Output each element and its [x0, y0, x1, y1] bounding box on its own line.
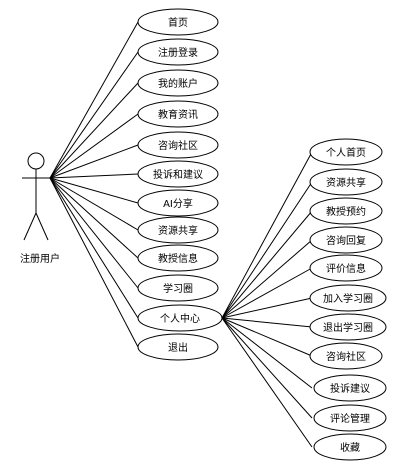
sub-use-case-personal-home[interactable]: 个人首页	[309, 138, 383, 166]
actor-left-leg	[23, 212, 37, 241]
use-case-label: 资源共享	[158, 224, 198, 237]
actor-right-leg	[35, 212, 49, 241]
use-case-label: 资源共享	[326, 176, 366, 189]
use-case-label: 首页	[168, 16, 188, 29]
link-sub-consult-community	[221, 317, 313, 357]
link-sub-comment-manage	[221, 317, 313, 419]
link-sub-resource-share	[221, 181, 313, 319]
use-case-education-news[interactable]: 教育资讯	[137, 100, 219, 128]
use-case-label: AI分享	[163, 197, 193, 210]
link-professor-info	[49, 177, 139, 259]
use-case-resource-share[interactable]: 资源共享	[137, 216, 219, 244]
use-case-homepage[interactable]: 首页	[137, 8, 219, 36]
link-homepage	[49, 21, 139, 179]
use-case-label: 投诉建议	[330, 382, 370, 395]
use-case-label: 收藏	[340, 441, 360, 454]
use-case-label: 注册登录	[158, 46, 198, 59]
sub-use-case-join-circle[interactable]: 加入学习圈	[309, 284, 387, 312]
link-register-login	[49, 51, 139, 179]
sub-use-case-favorites[interactable]: 收藏	[313, 433, 387, 461]
link-sub-join-circle	[221, 297, 313, 319]
use-case-label: 评价信息	[326, 262, 366, 275]
use-case-logout[interactable]: 退出	[137, 333, 219, 361]
link-sub-review-info	[221, 267, 313, 319]
link-my-account	[49, 82, 139, 179]
use-case-study-circle[interactable]: 学习圈	[137, 274, 219, 302]
sub-use-case-consult-community[interactable]: 咨询社区	[309, 342, 383, 370]
sub-use-case-comment-manage[interactable]: 评论管理	[313, 404, 387, 432]
sub-use-case-consult-reply[interactable]: 咨询回复	[309, 226, 383, 254]
main-use-cases: 首页 注册登录 我的账户 教育资讯 咨询社区 投诉和建议 AI分享 资源共享	[137, 8, 223, 361]
link-study-circle	[49, 177, 139, 289]
use-case-label: 退出	[168, 341, 188, 354]
link-sub-favorites	[221, 317, 313, 448]
use-case-consult-community[interactable]: 咨询社区	[137, 131, 219, 159]
link-sub-consult-reply	[221, 239, 313, 319]
sub-use-case-review-info[interactable]: 评价信息	[309, 254, 383, 282]
use-case-label: 学习圈	[163, 282, 193, 295]
use-case-label: 咨询回复	[326, 234, 366, 247]
use-case-label: 退出学习圈	[323, 321, 373, 334]
use-case-label: 投诉和建议	[153, 168, 203, 181]
sub-use-case-professor-appointment[interactable]: 教授预约	[309, 197, 383, 225]
use-case-label: 加入学习圈	[323, 292, 373, 305]
use-case-professor-info[interactable]: 教授信息	[137, 244, 219, 272]
use-case-label: 个人中心	[160, 312, 200, 325]
link-sub-personal-home	[221, 151, 313, 319]
use-case-label: 咨询社区	[158, 139, 198, 152]
link-sub-professor-appointment	[221, 210, 313, 319]
use-case-label: 个人首页	[326, 146, 366, 159]
use-case-label: 评论管理	[330, 412, 370, 425]
use-case-register-login[interactable]: 注册登录	[137, 38, 219, 66]
use-case-label: 教授预约	[326, 205, 366, 218]
use-case-complaints-suggestions[interactable]: 投诉和建议	[137, 160, 219, 188]
link-ai-share	[49, 177, 139, 204]
use-case-label: 咨询社区	[326, 350, 366, 363]
link-resource-share	[49, 177, 139, 231]
link-consult-community	[49, 144, 139, 179]
personal-center-use-cases: 个人首页 资源共享 教授预约 咨询回复 评价信息 加入学习圈 退出学习圈 咨询	[309, 138, 387, 461]
link-personal-center	[49, 177, 139, 319]
link-complaints-suggestions	[49, 173, 139, 179]
use-case-label: 教育资讯	[158, 108, 198, 121]
sub-use-case-resource-share[interactable]: 资源共享	[309, 168, 383, 196]
use-case-label: 我的账户	[158, 77, 198, 90]
link-sub-complaint-suggestion	[221, 317, 313, 389]
actor-label: 注册用户	[20, 252, 60, 265]
actor-registered-user: 注册用户	[20, 152, 60, 265]
use-case-ai-share[interactable]: AI分享	[137, 189, 219, 217]
sub-use-case-complaint-suggestion[interactable]: 投诉建议	[313, 374, 387, 402]
link-logout	[49, 177, 139, 348]
actor-head	[27, 152, 45, 170]
link-education-news	[49, 113, 139, 179]
use-case-my-account[interactable]: 我的账户	[137, 69, 219, 97]
personal-center-links	[221, 151, 313, 448]
use-case-personal-center[interactable]: 个人中心	[137, 304, 223, 332]
sub-use-case-leave-circle[interactable]: 退出学习圈	[309, 313, 387, 341]
use-case-label: 教授信息	[158, 252, 198, 265]
actor-links	[49, 21, 139, 348]
link-sub-leave-circle	[221, 317, 313, 328]
